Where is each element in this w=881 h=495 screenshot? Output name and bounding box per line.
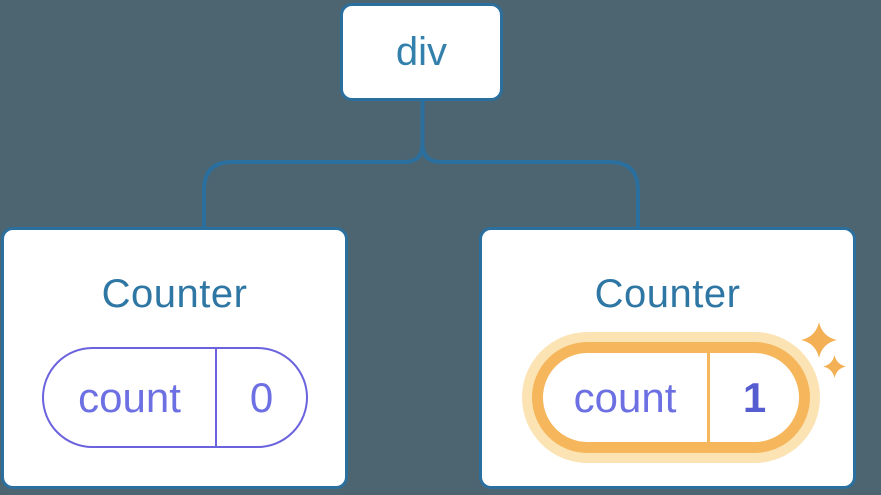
component-title: Counter [101, 272, 248, 316]
state-key-label: count [44, 349, 217, 446]
counter-card-left: Counter count 0 [1, 227, 348, 489]
connector-right-branch [420, 101, 640, 228]
state-key-label: count [543, 353, 710, 442]
tree-root-node: div [340, 3, 503, 101]
sparkle-icon [823, 355, 846, 378]
component-title: Counter [594, 272, 741, 316]
counter-card-right: Counter count 1 [479, 227, 856, 489]
state-value: 0 [249, 373, 274, 421]
state-pill-highlighted: count 1 [532, 342, 810, 453]
connector-left-branch [202, 101, 425, 228]
state-value: 1 [742, 373, 767, 421]
state-pill: count 0 [42, 347, 308, 448]
sparkle-icon [801, 322, 837, 358]
root-node-label: div [395, 29, 448, 74]
